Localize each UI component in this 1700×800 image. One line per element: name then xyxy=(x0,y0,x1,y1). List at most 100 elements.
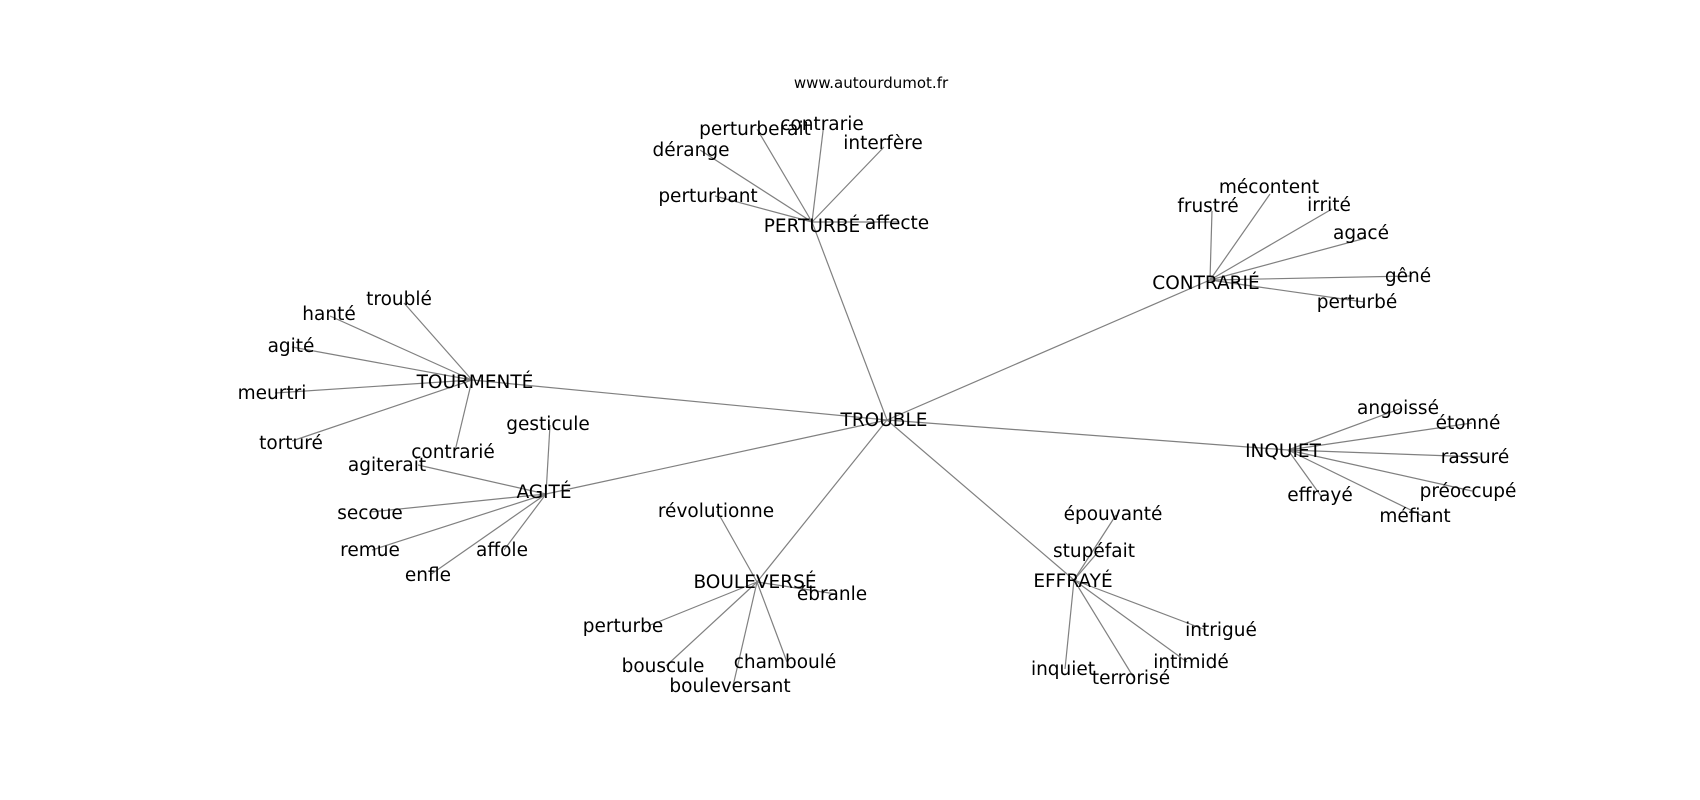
child-label-agite_hub-4: enfle xyxy=(405,565,451,586)
child-label-perturbe_hub-0: dérange xyxy=(653,140,730,161)
edge-perturbe_hub-3 xyxy=(811,146,885,223)
edge-bouleverse_hub-4 xyxy=(756,581,788,663)
edge-inquiet_hub-0 xyxy=(1287,407,1403,451)
child-label-effraye_hub-2: intrigué xyxy=(1185,620,1257,641)
child-label-inquiet_hub-2: rassuré xyxy=(1441,447,1510,468)
child-label-tourmente_hub-0: troublé xyxy=(366,289,432,310)
edge-bouleverse_hub-1 xyxy=(756,581,837,595)
edge-effraye_hub-0 xyxy=(1073,514,1117,581)
edge-agite_hub-4 xyxy=(429,493,547,576)
edge-tourmente_hub-0 xyxy=(403,302,473,381)
edge-root-perturbe_hub xyxy=(811,221,888,421)
edge-tourmente_hub-2 xyxy=(291,346,473,381)
hub-label-perturbe_hub: PERTURBÉ xyxy=(764,215,860,237)
child-label-bouleverse_hub-2: perturbe xyxy=(583,616,663,637)
edge-effraye_hub-2 xyxy=(1073,579,1207,631)
child-label-effraye_hub-5: inquiet xyxy=(1031,659,1095,680)
child-label-tourmente_hub-2: agité xyxy=(268,336,315,357)
hub-label-inquiet_hub: INQUIET xyxy=(1245,441,1322,462)
child-label-perturbe_hub-4: perturbant xyxy=(658,186,757,207)
edge-contrarie_hub-3 xyxy=(1209,237,1367,281)
child-label-inquiet_hub-0: angoissé xyxy=(1357,398,1439,419)
source-text: www.autourdumot.fr xyxy=(794,74,949,92)
edge-effraye_hub-1 xyxy=(1073,551,1099,581)
edge-contrarie_hub-4 xyxy=(1209,275,1413,281)
child-label-inquiet_hub-1: étonné xyxy=(1436,413,1501,434)
child-label-effraye_hub-1: stupéfait xyxy=(1053,541,1135,562)
edge-root-bouleverse_hub xyxy=(756,419,888,583)
edge-agite_hub-2 xyxy=(369,493,547,513)
edge-contrarie_hub-0 xyxy=(1209,210,1213,281)
edge-agite_hub-0 xyxy=(545,424,551,495)
edge-root-contrarie_hub xyxy=(886,279,1211,421)
child-label-inquiet_hub-5: méfiant xyxy=(1379,506,1450,527)
edge-root-agite_hub xyxy=(545,419,888,495)
edge-bouleverse_hub-0 xyxy=(716,510,758,583)
edge-bouleverse_hub-3 xyxy=(665,581,758,667)
child-label-contrarie_hub-5: perturbé xyxy=(1317,292,1397,313)
edge-contrarie_hub-2 xyxy=(1209,208,1333,281)
edge-perturbe_hub-0 xyxy=(699,149,813,223)
child-label-contrarie_hub-1: mécontent xyxy=(1219,177,1319,198)
child-label-effraye_hub-4: terrorisé xyxy=(1092,668,1170,689)
child-label-perturbe_hub-5: affecte xyxy=(865,213,929,234)
child-label-agite_hub-3: remue xyxy=(340,540,400,561)
child-label-inquiet_hub-3: préoccupé xyxy=(1420,481,1517,502)
hub-label-tourmente_hub: TOURMENTÉ xyxy=(416,371,534,393)
child-label-bouleverse_hub-5: bouleversant xyxy=(669,676,790,697)
child-label-agite_hub-5: affole xyxy=(476,540,528,561)
edge-contrarie_hub-1 xyxy=(1209,193,1271,281)
child-label-perturbe_hub-2: contrarie xyxy=(780,114,864,135)
edge-perturbe_hub-1 xyxy=(756,128,813,223)
edge-inquiet_hub-3 xyxy=(1287,449,1473,492)
edge-inquiet_hub-2 xyxy=(1287,449,1481,458)
child-label-contrarie_hub-2: irrité xyxy=(1307,195,1351,216)
edge-tourmente_hub-5 xyxy=(454,379,473,452)
child-label-bouleverse_hub-4: chamboulé xyxy=(734,652,837,673)
child-label-bouleverse_hub-3: bouscule xyxy=(622,656,705,677)
child-label-perturbe_hub-1: perturberait xyxy=(699,119,811,140)
edges xyxy=(274,122,1481,687)
child-label-effraye_hub-3: intimidé xyxy=(1153,652,1229,673)
hub-label-contrarie_hub: CONTRARIÉ xyxy=(1152,272,1259,294)
root-label: TROUBLE xyxy=(840,410,928,431)
edge-bouleverse_hub-5 xyxy=(732,581,758,687)
child-label-tourmente_hub-4: torturé xyxy=(259,433,323,454)
edge-agite_hub-1 xyxy=(417,464,547,495)
edge-root-inquiet_hub xyxy=(886,419,1289,451)
edge-effraye_hub-3 xyxy=(1073,579,1188,663)
edge-inquiet_hub-4 xyxy=(1287,449,1322,497)
edge-perturbe_hub-4 xyxy=(714,195,813,223)
child-label-contrarie_hub-0: frustré xyxy=(1177,196,1238,217)
labels: PERTURBÉ dérangeperturberaitcontrarieinte… xyxy=(238,114,1517,697)
child-label-inquiet_hub-4: effrayé xyxy=(1287,485,1352,506)
child-label-agite_hub-0: gesticule xyxy=(506,414,590,435)
edge-effraye_hub-4 xyxy=(1073,579,1135,679)
edge-tourmente_hub-3 xyxy=(274,379,473,394)
child-label-agite_hub-2: secoue xyxy=(337,503,403,524)
edge-tourmente_hub-4 xyxy=(291,379,473,442)
hub-label-effraye_hub: EFFRAYÉ xyxy=(1033,570,1112,592)
edge-agite_hub-3 xyxy=(371,493,547,551)
child-label-perturbe_hub-3: interfère xyxy=(843,133,923,154)
child-label-tourmente_hub-5: contrarié xyxy=(411,442,495,463)
edge-inquiet_hub-5 xyxy=(1287,449,1426,518)
hub-label-bouleverse_hub: BOULEVERSÉ xyxy=(693,571,816,593)
child-label-tourmente_hub-1: hanté xyxy=(302,304,355,325)
child-label-bouleverse_hub-1: ébranle xyxy=(797,584,867,605)
edge-root-effraye_hub xyxy=(886,419,1075,581)
edge-agite_hub-5 xyxy=(503,493,547,551)
edge-tourmente_hub-1 xyxy=(329,315,473,381)
edge-perturbe_hub-2 xyxy=(811,122,825,223)
edge-bouleverse_hub-2 xyxy=(647,581,758,627)
child-label-contrarie_hub-3: agacé xyxy=(1333,223,1389,244)
child-label-tourmente_hub-3: meurtri xyxy=(238,383,307,404)
child-label-bouleverse_hub-0: révolutionne xyxy=(658,501,774,522)
edge-inquiet_hub-1 xyxy=(1287,422,1473,451)
child-label-effraye_hub-0: épouvanté xyxy=(1064,504,1163,525)
edge-effraye_hub-5 xyxy=(1064,579,1075,670)
child-label-agite_hub-1: agiterait xyxy=(348,455,426,476)
hub-label-agite_hub: AGITÉ xyxy=(516,481,571,503)
edge-root-tourmente_hub xyxy=(471,379,888,421)
